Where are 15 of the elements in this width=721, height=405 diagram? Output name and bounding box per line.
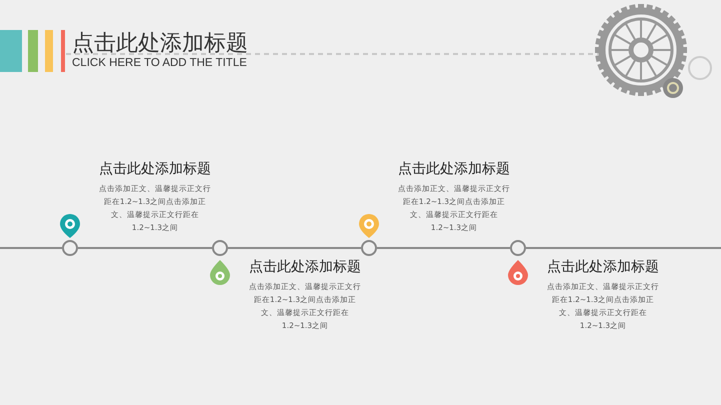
step-heading: 点击此处添加标题 — [397, 160, 511, 178]
timeline-line — [526, 247, 721, 249]
step-heading: 点击此处添加标题 — [248, 258, 362, 276]
subtitle: CLICK HERE TO ADD THE TITLE — [72, 57, 247, 69]
timeline-circle — [212, 240, 228, 256]
timeline-line — [377, 247, 510, 249]
timeline-circle — [361, 240, 377, 256]
timeline-line — [0, 247, 62, 249]
title: 点击此处添加标题 — [72, 30, 248, 58]
timeline-circle — [62, 240, 78, 256]
timeline-line — [228, 247, 361, 249]
step-heading: 点击此处添加标题 — [546, 258, 660, 276]
timeline-circle — [510, 240, 526, 256]
timeline-line — [78, 247, 212, 249]
step-heading: 点击此处添加标题 — [98, 160, 212, 178]
